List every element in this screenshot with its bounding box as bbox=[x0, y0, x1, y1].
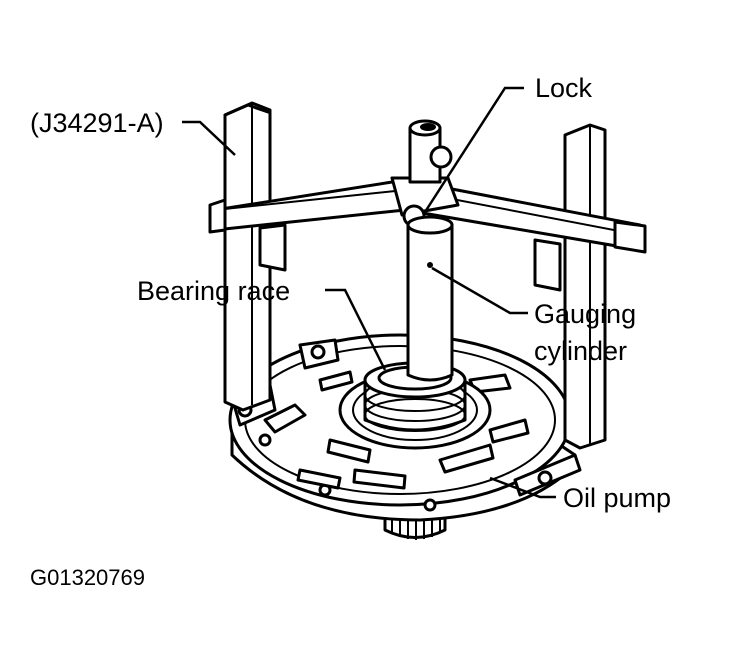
label-oil-pump: Oil pump bbox=[563, 483, 671, 513]
leader-gauging-cylinder bbox=[431, 266, 528, 315]
label-lock: Lock bbox=[535, 73, 593, 103]
label-gauging-cylinder-line2: cylinder bbox=[534, 336, 627, 366]
gauging-cylinder bbox=[406, 215, 454, 382]
label-tool: (J34291-A) bbox=[30, 108, 164, 138]
labels: (J34291-A) Lock Bearing race Gauging cyl… bbox=[30, 73, 671, 590]
tool-right-leg bbox=[563, 123, 607, 450]
gauge-tool-frame bbox=[208, 101, 647, 450]
figure-id: G01320769 bbox=[30, 565, 145, 590]
leader-oil-pump bbox=[489, 476, 556, 499]
leader-lines bbox=[182, 86, 556, 499]
label-gauging-cylinder-line1: Gauging bbox=[534, 299, 636, 329]
leader-tool bbox=[182, 120, 236, 156]
leader-bearing-race bbox=[325, 288, 387, 371]
label-bearing-race: Bearing race bbox=[137, 276, 290, 306]
leader-lock bbox=[423, 86, 524, 213]
